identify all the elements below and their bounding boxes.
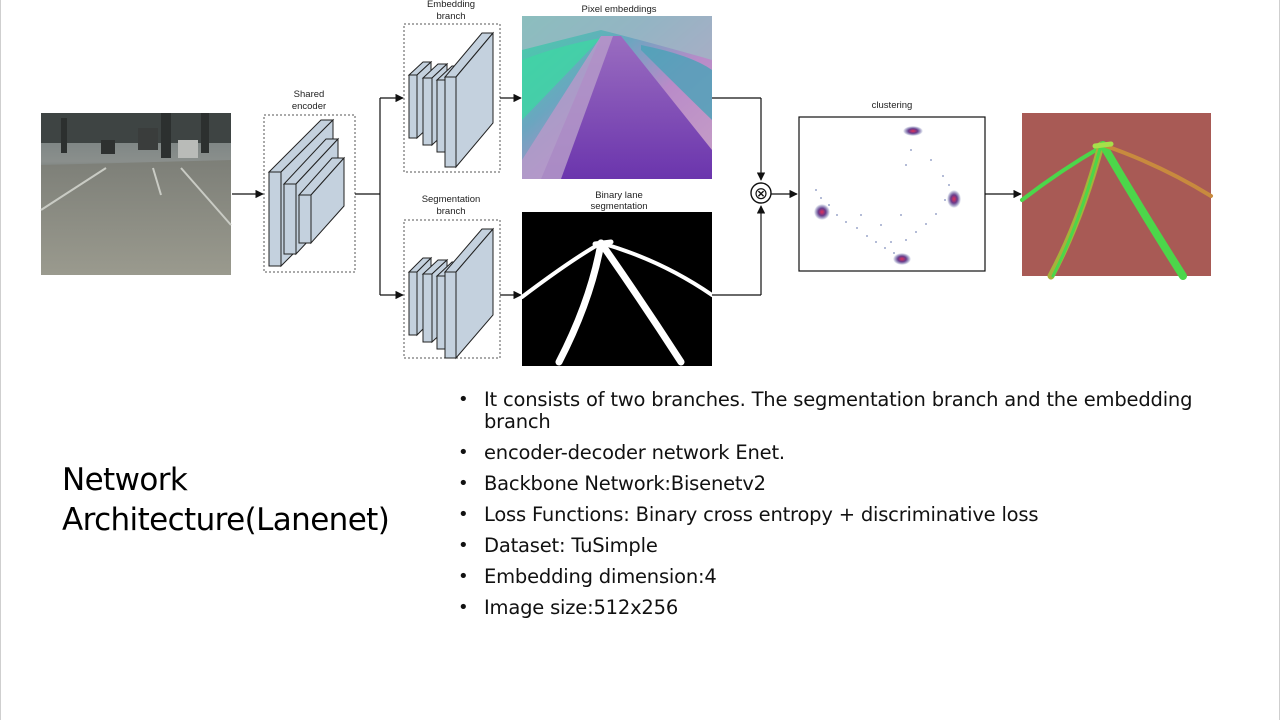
- segmentation-branch-label-line1: Segmentation: [422, 194, 481, 205]
- combine-operator-icon: ⊗: [750, 182, 772, 204]
- embedding-branch-block: Embedding branch: [403, 0, 501, 173]
- bullet-item: Dataset: TuSimple: [458, 535, 1218, 558]
- pixel-embeddings-image: Pixel embeddings: [522, 4, 712, 179]
- shared-encoder-block: Shared encoder: [263, 89, 356, 273]
- slide-title-line1: Network: [62, 462, 188, 498]
- bullet-item: It consists of two branches. The segment…: [458, 389, 1218, 433]
- binary-segmentation-label-line1: Binary lane: [595, 190, 643, 201]
- segmentation-branch-label-line2: branch: [436, 206, 465, 217]
- bullet-item: Loss Functions: Binary cross entropy + d…: [458, 504, 1218, 527]
- bullet-list: It consists of two branches. The segment…: [458, 389, 1218, 628]
- combine-operator-symbol: ⊗: [754, 184, 768, 204]
- embedding-branch-label-line1: Embedding: [427, 0, 475, 10]
- shared-encoder-label-line1: Shared: [294, 89, 325, 100]
- clustering-label: clustering: [872, 100, 913, 111]
- slide-title: Network Architecture(Lanenet): [62, 460, 422, 540]
- embedding-branch-label-line2: branch: [436, 11, 465, 22]
- lanenet-architecture-diagram: Shared encoder Embedding branch: [40, 0, 1213, 366]
- output-lane-image: [1020, 113, 1213, 280]
- bullet-item: Backbone Network:Bisenetv2: [458, 473, 1218, 496]
- slide-title-line2: Architecture(Lanenet): [62, 502, 390, 538]
- bullet-item: Image size:512x256: [458, 597, 1218, 620]
- shared-encoder-label-line2: encoder: [292, 101, 326, 112]
- input-road-image: [40, 113, 232, 275]
- clustering-plot: clustering: [798, 100, 986, 272]
- bullet-item: encoder-decoder network Enet.: [458, 442, 1218, 465]
- segmentation-branch-block: Segmentation branch: [403, 194, 501, 360]
- pixel-embeddings-label: Pixel embeddings: [582, 4, 657, 15]
- binary-segmentation-label-line2: segmentation: [590, 201, 647, 212]
- binary-lane-segmentation-image: Binary lane segmentation: [520, 190, 714, 366]
- bullet-item: Embedding dimension:4: [458, 566, 1218, 589]
